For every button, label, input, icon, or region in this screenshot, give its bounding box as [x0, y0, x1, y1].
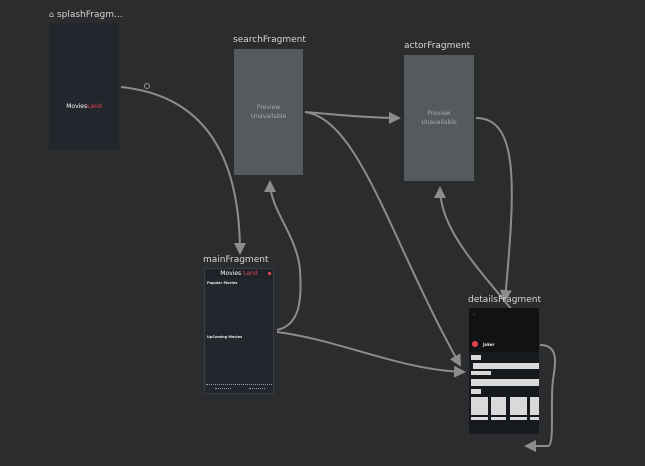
- actor-fragment-label: actorFragment: [404, 41, 471, 51]
- dot-icon: [144, 83, 150, 89]
- splash-logo: MoviesLand: [66, 103, 102, 110]
- edge-main-to-search: [264, 180, 302, 331]
- splash-fragment-label: ⌂ splashFragm...: [49, 10, 123, 20]
- section-upcoming-title: UpComing Movies: [207, 335, 243, 339]
- edge-main-to-details: [276, 331, 466, 378]
- bottom-nav-dots: [215, 388, 231, 390]
- details-fragment-label: detailsFragment: [468, 295, 541, 305]
- main-logo: Movies Land: [220, 270, 258, 277]
- menu-icon: [268, 272, 271, 275]
- home-icon: ⌂: [49, 10, 55, 19]
- section-heading: [471, 389, 481, 394]
- genre-chip: [471, 355, 481, 360]
- cast-name: [471, 417, 488, 420]
- overview-block: [471, 379, 539, 386]
- splash-fragment-node[interactable]: MoviesLand: [49, 23, 119, 150]
- section-heading: [471, 371, 491, 375]
- cast-card: [510, 397, 527, 415]
- main-toolbar: Movies Land: [205, 269, 273, 279]
- search-fragment-label: searchFragment: [233, 35, 306, 45]
- cast-card: [491, 397, 506, 415]
- main-fragment-label: mainFragment: [203, 255, 269, 265]
- edge-search-to-details: [304, 111, 461, 367]
- edge-search-to-actor: [304, 111, 401, 124]
- cast-name: [530, 417, 539, 420]
- edge-details-self-loop: [524, 344, 557, 452]
- info-row: [473, 363, 539, 369]
- edge-details-to-actor: [434, 186, 513, 311]
- cast-card: [530, 397, 539, 415]
- edge-actor-to-details: [475, 117, 513, 302]
- cast-card: [471, 397, 488, 415]
- cast-name: [510, 417, 527, 420]
- edge-splash-to-main: [120, 86, 246, 255]
- details-title: Joker: [483, 342, 495, 347]
- cast-name: [491, 417, 506, 420]
- rating-icon: [472, 341, 478, 347]
- bottom-nav-dots: [249, 388, 265, 390]
- main-fragment-node[interactable]: Movies Land Popular Movies UpComing Movi…: [204, 268, 274, 394]
- bottom-nav-dots: [206, 384, 272, 387]
- section-popular-title: Popular Movies: [207, 281, 238, 285]
- back-arrow-icon: ‹: [473, 312, 475, 318]
- details-fragment-node[interactable]: ‹ Joker: [469, 308, 539, 434]
- details-header: ‹ Joker: [469, 308, 539, 352]
